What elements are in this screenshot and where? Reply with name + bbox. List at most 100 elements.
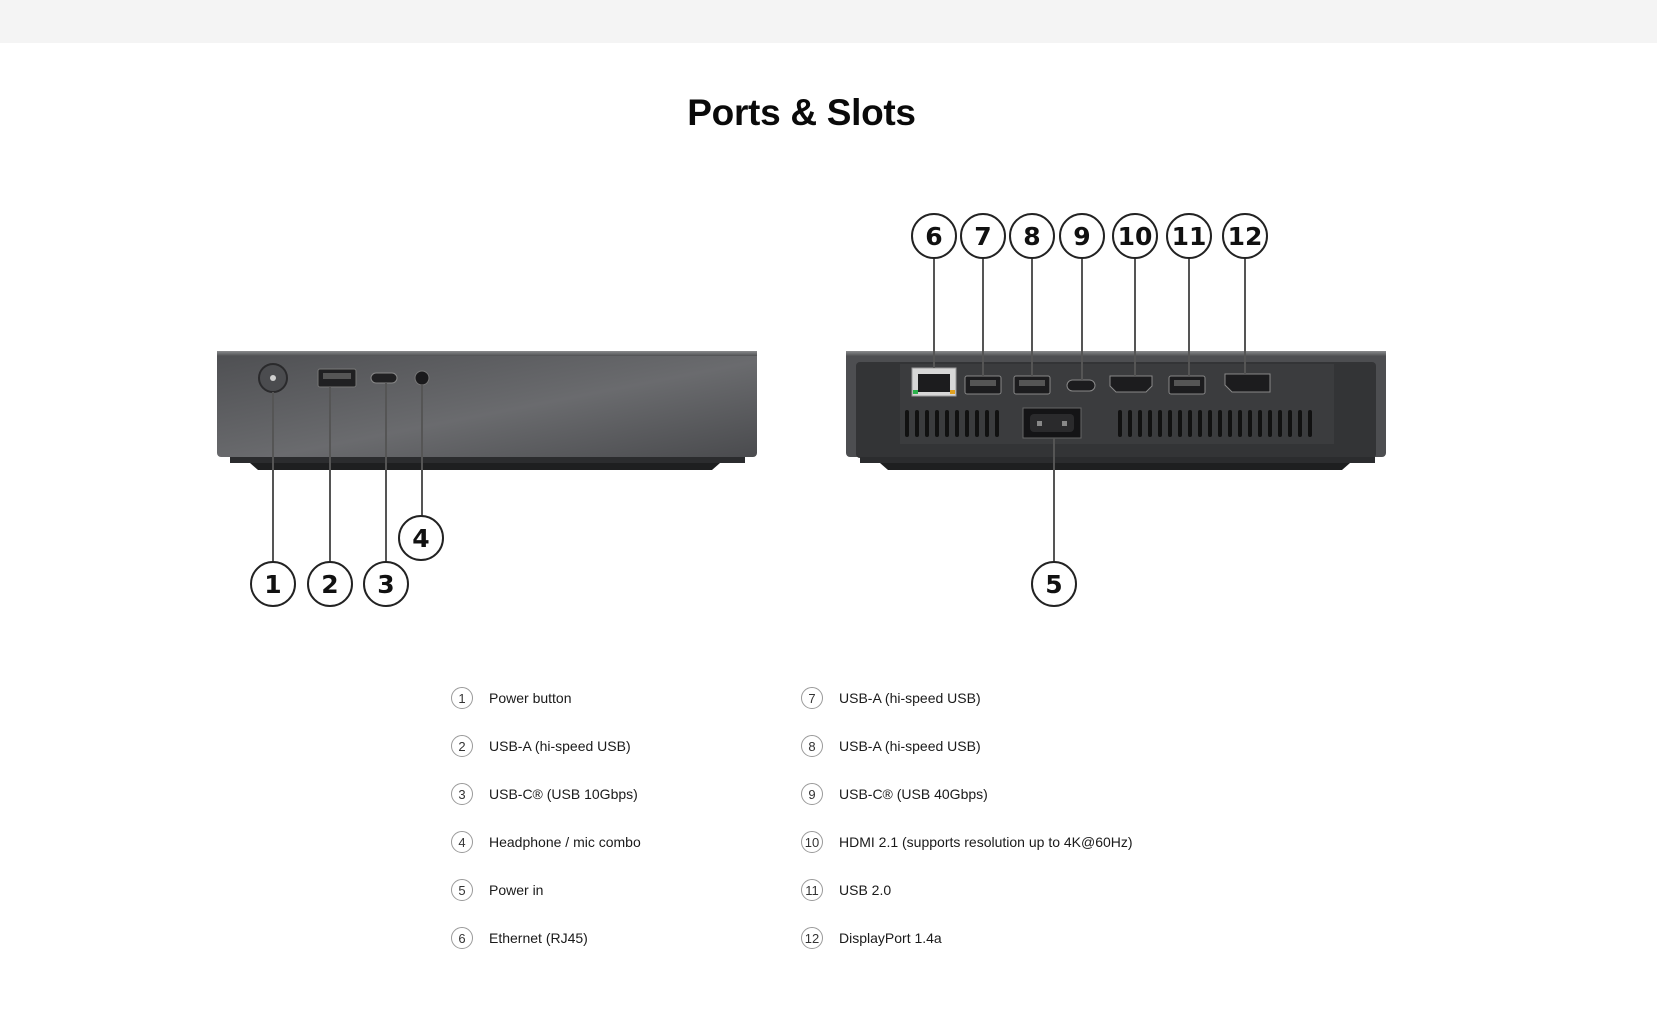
svg-text:2: 2: [321, 570, 338, 599]
legend-number-badge: 7: [801, 687, 823, 709]
legend-item: 11 USB 2.0: [801, 878, 1133, 902]
callout-lines: [272, 258, 1246, 562]
legend-label: USB-A (hi-speed USB): [839, 690, 981, 706]
callout-10: 10: [1112, 213, 1158, 259]
svg-text:12: 12: [1228, 222, 1263, 251]
vent-slot: [1198, 410, 1202, 437]
vent-slot: [925, 410, 929, 437]
vent-slot: [905, 410, 909, 437]
vent-slot: [1278, 410, 1282, 437]
vent-slot: [1188, 410, 1192, 437]
legend-number-badge: 6: [451, 927, 473, 949]
callout-9: 9: [1059, 213, 1105, 259]
vent-grille-right: [1118, 410, 1312, 437]
vent-slot: [995, 410, 999, 437]
vent-slot: [1268, 410, 1272, 437]
rear-device-image: [846, 351, 1386, 470]
vent-grille-left: [905, 410, 999, 437]
legend-left-column: 1 Power button 2 USB-A (hi-speed USB) 3 …: [451, 686, 641, 974]
displayport-port: [1224, 373, 1271, 393]
legend-number-badge: 4: [451, 831, 473, 853]
legend-label: Power in: [489, 882, 544, 898]
legend-item: 10 HDMI 2.1 (supports resolution up to 4…: [801, 830, 1133, 854]
legend-label: DisplayPort 1.4a: [839, 930, 942, 946]
svg-text:6: 6: [925, 222, 942, 251]
legend-right-column: 7 USB-A (hi-speed USB) 8 USB-A (hi-speed…: [801, 686, 1133, 974]
svg-text:3: 3: [377, 570, 394, 599]
top-bar: [0, 0, 1657, 43]
legend-label: Ethernet (RJ45): [489, 930, 588, 946]
callout-12: 12: [1222, 213, 1268, 259]
legend-number-badge: 2: [451, 735, 473, 757]
legend-number-badge: 12: [801, 927, 823, 949]
callout-1: 1: [250, 561, 296, 607]
vent-slot: [1308, 410, 1312, 437]
legend-item: 5 Power in: [451, 878, 641, 902]
legend-label: Power button: [489, 690, 572, 706]
svg-text:1: 1: [264, 570, 281, 599]
svg-text:8: 8: [1023, 222, 1040, 251]
page-title: Ports & Slots: [687, 92, 916, 133]
svg-text:11: 11: [1172, 222, 1207, 251]
vent-slot: [935, 410, 939, 437]
callout-6: 6: [911, 213, 957, 259]
vent-slot: [985, 410, 989, 437]
vent-slot: [1158, 410, 1162, 437]
vent-slot: [1148, 410, 1152, 437]
legend-label: USB 2.0: [839, 882, 892, 898]
vent-slot: [1228, 410, 1232, 437]
legend-item: 7 USB-A (hi-speed USB): [801, 686, 1133, 710]
vent-slot: [1298, 410, 1302, 437]
legend-item: 8 USB-A (hi-speed USB): [801, 734, 1133, 758]
vent-slot: [1178, 410, 1182, 437]
callout-4: 4: [398, 515, 444, 561]
svg-text:5: 5: [1045, 570, 1062, 599]
legend-item: 9 USB-C® (USB 40Gbps): [801, 782, 1133, 806]
vent-slot: [1258, 410, 1262, 437]
legend-number-badge: 11: [801, 879, 823, 901]
vent-slot: [1118, 410, 1122, 437]
legend-item: 3 USB-C® (USB 10Gbps): [451, 782, 641, 806]
callout-8: 8: [1009, 213, 1055, 259]
legend-item: 2 USB-A (hi-speed USB): [451, 734, 641, 758]
legend-label: USB-C® (USB 10Gbps): [489, 786, 638, 802]
vent-slot: [1238, 410, 1242, 437]
callout-5: 5: [1031, 561, 1077, 607]
callout-11: 11: [1166, 213, 1212, 259]
legend-number-badge: 10: [801, 831, 823, 853]
callout-2: 2: [307, 561, 353, 607]
front-device-image: [217, 351, 757, 470]
legend-item: 6 Ethernet (RJ45): [451, 926, 641, 950]
vent-slot: [1248, 410, 1252, 437]
legend-number-badge: 8: [801, 735, 823, 757]
svg-text:7: 7: [974, 222, 991, 251]
hdmi-port: [1109, 375, 1153, 393]
vent-slot: [1288, 410, 1292, 437]
svg-text:10: 10: [1118, 222, 1153, 251]
vent-slot: [1138, 410, 1142, 437]
legend-item: 4 Headphone / mic combo: [451, 830, 641, 854]
usb-c-port-front: [370, 372, 398, 384]
svg-text:9: 9: [1073, 222, 1090, 251]
vent-slot: [955, 410, 959, 437]
svg-text:4: 4: [412, 524, 429, 553]
legend-label: USB-A (hi-speed USB): [489, 738, 631, 754]
legend-label: USB-C® (USB 40Gbps): [839, 786, 988, 802]
vent-slot: [945, 410, 949, 437]
audio-jack-port: [414, 370, 430, 386]
vent-slot: [1168, 410, 1172, 437]
legend-number-badge: 3: [451, 783, 473, 805]
legend-label: USB-A (hi-speed USB): [839, 738, 981, 754]
vent-slot: [1208, 410, 1212, 437]
ports-diagram: 1 2 3 4 5 6 7 8 9 10 11 12: [217, 213, 1386, 607]
legend-number-badge: 1: [451, 687, 473, 709]
legend-label: HDMI 2.1 (supports resolution up to 4K@6…: [839, 834, 1133, 850]
vent-slot: [1218, 410, 1222, 437]
legend-item: 12 DisplayPort 1.4a: [801, 926, 1133, 950]
legend-label: Headphone / mic combo: [489, 834, 641, 850]
legend-number-badge: 9: [801, 783, 823, 805]
vent-slot: [975, 410, 979, 437]
vent-slot: [1128, 410, 1132, 437]
legend-number-badge: 5: [451, 879, 473, 901]
vent-slot: [965, 410, 969, 437]
